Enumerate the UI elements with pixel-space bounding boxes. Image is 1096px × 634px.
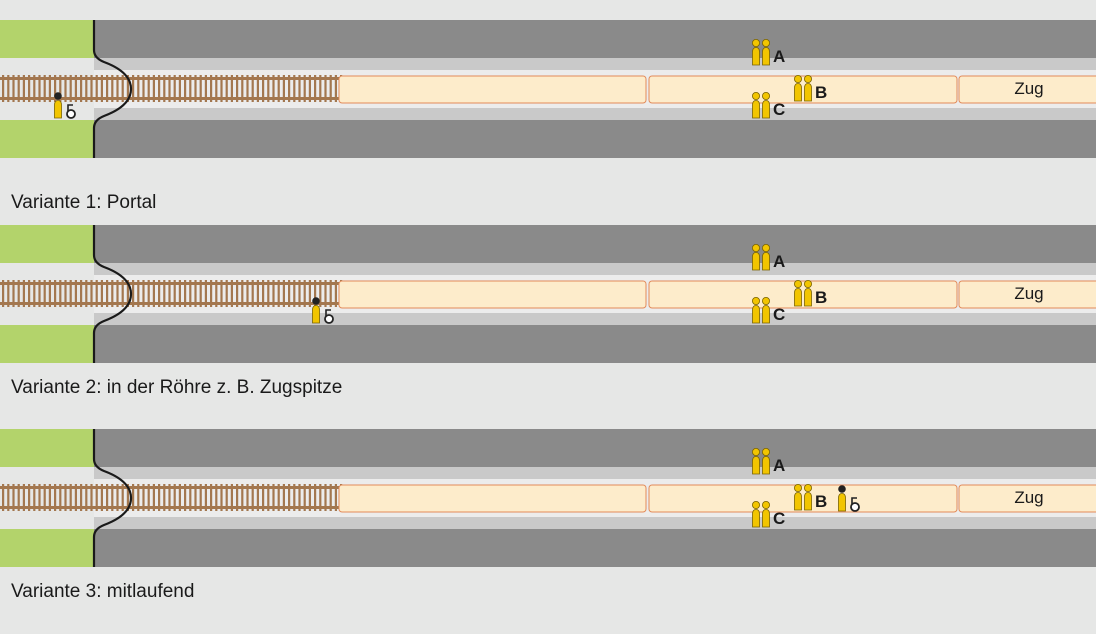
- lower-platform-edge: [0, 313, 1096, 325]
- train-car-2: [648, 75, 958, 104]
- variant-2-diagram: Zug A B C: [0, 225, 1096, 363]
- passenger-group-a: A: [752, 243, 785, 271]
- person-icon: [762, 38, 771, 66]
- person-icon: [762, 447, 771, 475]
- train-label: Zug: [1014, 488, 1043, 507]
- railway-track: [0, 75, 343, 102]
- person-icon: [752, 38, 761, 66]
- tunnel-portal-icon: [92, 429, 133, 567]
- passenger-group-b-label: B: [815, 83, 827, 102]
- passenger-group-a-label: A: [773, 456, 785, 475]
- variant-3-diagram: Zug A B C: [0, 429, 1096, 567]
- railway-track: [0, 484, 343, 511]
- passenger-group-a-label: A: [773, 252, 785, 271]
- approach-area: [0, 58, 94, 120]
- variant-2-panel: Zug A B C Variante 2: in der Röhre z. B. Zu…: [0, 225, 1096, 430]
- person-icon: [762, 297, 771, 324]
- lower-platform-edge: [0, 517, 1096, 529]
- upper-platform-edge: [0, 58, 1096, 70]
- grass-upper: [0, 20, 94, 58]
- upper-platform-edge: [0, 467, 1096, 479]
- person-icon: [804, 75, 813, 102]
- grass-lower: [0, 529, 94, 567]
- person-icon: [794, 280, 803, 307]
- variant-2-caption: Variante 2: in der Röhre z. B. Zugspitze: [11, 377, 343, 398]
- person-icon: [794, 484, 803, 511]
- person-icon: [752, 243, 761, 271]
- person-icon: [762, 243, 771, 271]
- train-car-1: [338, 484, 647, 513]
- train-car-1: [338, 280, 647, 309]
- train-car-2: [648, 484, 958, 513]
- passenger-group-c-label: C: [773, 100, 785, 119]
- tunnel-portal-icon: [92, 225, 133, 363]
- person-icon: [752, 92, 761, 119]
- passenger-group-a-label: A: [773, 47, 785, 66]
- signal-disc-icon: [324, 309, 334, 324]
- approach-area: [0, 467, 94, 529]
- train-car-3: [958, 484, 1096, 513]
- person-icon: [762, 501, 771, 528]
- passenger-group-a: A: [752, 447, 785, 475]
- train-guard-icon: [54, 92, 76, 119]
- train-car-1: [338, 75, 647, 104]
- train-guard-icon: [312, 297, 334, 324]
- signal-disc-icon: [66, 104, 76, 119]
- passenger-group-c: C: [752, 92, 785, 119]
- tunnel-portal-icon: [92, 20, 133, 158]
- passenger-group-b: B: [794, 484, 827, 511]
- person-icon: [752, 447, 761, 475]
- grass-upper: [0, 225, 94, 263]
- train-car-3: [958, 75, 1096, 104]
- passenger-group-c-label: C: [773, 509, 785, 528]
- upper-platform-edge: [0, 263, 1096, 275]
- passenger-group-c: C: [752, 297, 785, 324]
- variant-3-caption: Variante 3: mitlaufend: [11, 581, 195, 602]
- train-guard-icon: [838, 485, 860, 512]
- variant-1-caption: Variante 1: Portal: [11, 192, 157, 213]
- grass-upper: [0, 429, 94, 467]
- passenger-group-c: C: [752, 501, 785, 528]
- lower-platform-edge: [0, 108, 1096, 120]
- train-label: Zug: [1014, 79, 1043, 98]
- approach-area: [0, 263, 94, 325]
- train-label: Zug: [1014, 284, 1043, 303]
- person-icon: [762, 92, 771, 119]
- passenger-group-a: A: [752, 38, 785, 66]
- signal-disc-icon: [850, 497, 860, 512]
- person-icon: [752, 501, 761, 528]
- train-car-2: [648, 280, 958, 309]
- person-icon: [752, 297, 761, 324]
- train-car-3: [958, 280, 1096, 309]
- person-icon: [794, 75, 803, 102]
- person-icon: [804, 280, 813, 307]
- person-icon: [804, 484, 813, 511]
- passenger-group-b-label: B: [815, 288, 827, 307]
- variant-1-diagram: Zug A B C: [0, 20, 1096, 158]
- passenger-group-b: B: [794, 280, 827, 307]
- passenger-group-b: B: [794, 75, 827, 102]
- railway-track: [0, 280, 343, 307]
- variant-3-panel: Zug A B C Variante 3: mitlaufend: [0, 429, 1096, 634]
- passenger-group-c-label: C: [773, 305, 785, 324]
- grass-lower: [0, 120, 94, 158]
- variant-1-panel: Zug A B C Variante 1: Portal: [0, 20, 1096, 225]
- passenger-group-b-label: B: [815, 492, 827, 511]
- grass-lower: [0, 325, 94, 363]
